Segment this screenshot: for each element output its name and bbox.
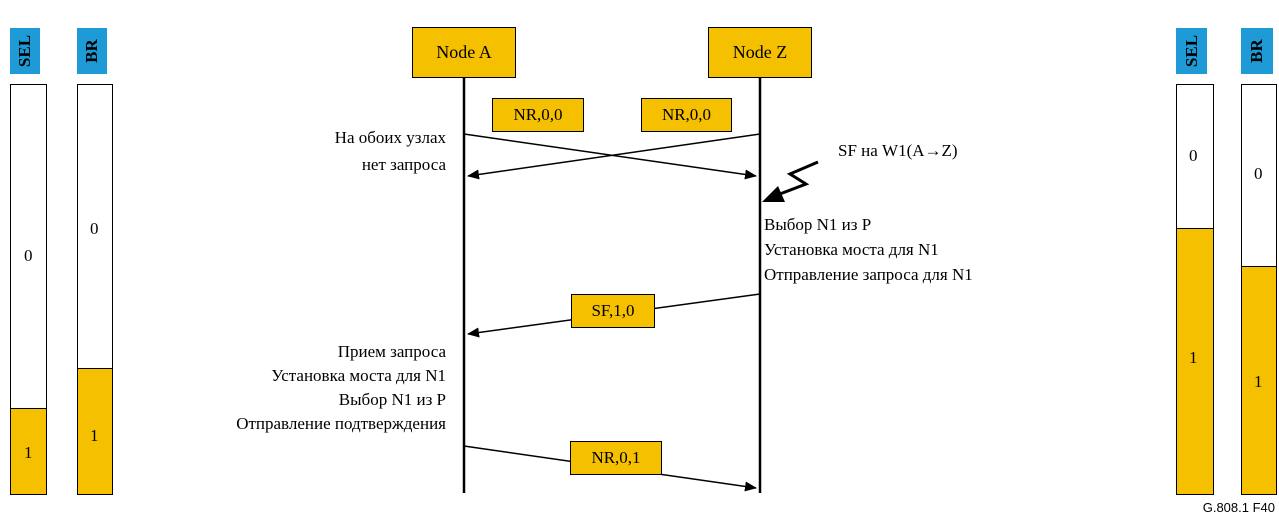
a-action-4: Отправление подтверждения (236, 414, 446, 433)
message-nr-a: NR,0,0 (492, 98, 584, 132)
no-request-note-line2: нет запроса (361, 155, 446, 174)
left-br-value-1: 1 (90, 426, 99, 445)
left-br-tag: BR (77, 28, 107, 74)
right-sel-bar (1176, 84, 1214, 495)
left-sel-value-1: 1 (24, 443, 33, 462)
node-a: Node A (412, 27, 516, 78)
a-action-3: Выбор N1 из P (338, 390, 446, 409)
z-action-3: Отправление запроса для N1 (764, 265, 973, 284)
message-sf: SF,1,0 (571, 294, 655, 328)
right-br-value-0: 0 (1254, 164, 1263, 183)
right-sel-tag: SEL (1176, 28, 1207, 74)
left-sel-tag: SEL (10, 28, 40, 74)
figure-id: G.808.1 F40 (1202, 500, 1275, 515)
a-action-1: Прием запроса (337, 342, 446, 361)
arrow-z-to-a-nr (467, 133, 761, 180)
right-br-value-1: 1 (1254, 372, 1263, 391)
message-nr-z: NR,0,0 (641, 98, 732, 132)
node-z: Node Z (708, 27, 812, 78)
a-action-2: Установка моста для N1 (271, 366, 446, 385)
right-br-tag: BR (1241, 28, 1273, 74)
no-request-note-line1: На обоих узлах (334, 128, 446, 147)
z-action-2: Установка моста для N1 (764, 240, 939, 259)
left-br-bar (77, 84, 113, 495)
fault-lightning-icon (762, 160, 819, 202)
right-br-bar (1241, 84, 1277, 495)
z-action-1: Выбор N1 из P (764, 215, 872, 234)
right-sel-value-0: 0 (1189, 146, 1198, 165)
left-sel-value-0: 0 (24, 246, 33, 265)
left-sel-bar (10, 84, 47, 495)
message-nr-ack: NR,0,1 (570, 441, 662, 475)
left-br-value-0: 0 (90, 219, 99, 238)
fault-label: SF на W1(A→Z) (838, 141, 958, 160)
right-sel-value-1: 1 (1189, 348, 1198, 367)
